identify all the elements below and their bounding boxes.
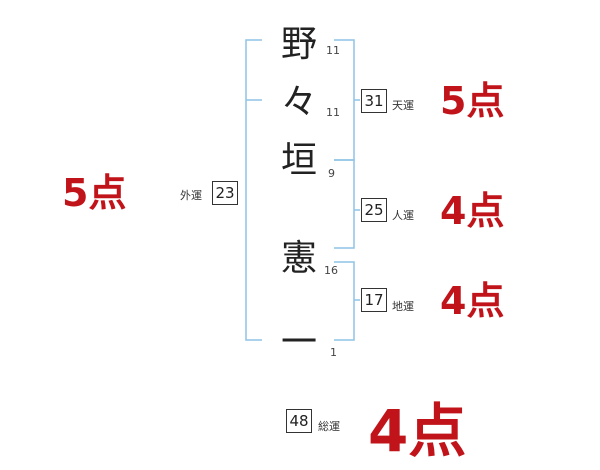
gaiun-label: 外運 bbox=[180, 189, 202, 202]
gaiun-value: 23 bbox=[212, 181, 238, 205]
tenun-value: 31 bbox=[361, 89, 387, 113]
name-char-5: 一 bbox=[280, 322, 317, 363]
jinun-bracket bbox=[334, 159, 355, 249]
souun-label: 総運 bbox=[318, 420, 340, 433]
gaiun-bracket bbox=[245, 39, 262, 341]
chiun-score: 4点 bbox=[440, 279, 505, 323]
stroke-count-2: 11 bbox=[326, 106, 340, 119]
souun-score: 4点 bbox=[368, 397, 467, 465]
souun-value: 48 bbox=[286, 409, 312, 433]
name-char-4: 憲 bbox=[280, 238, 317, 279]
chiun-label: 地運 bbox=[392, 300, 414, 313]
gaiun-score: 5点 bbox=[62, 171, 127, 215]
chiun-value: 17 bbox=[361, 288, 387, 312]
name-char-2: 々 bbox=[280, 82, 317, 123]
jinun-score: 4点 bbox=[440, 189, 505, 233]
name-char-1: 野 bbox=[280, 24, 317, 65]
chiun-bracket bbox=[334, 261, 355, 341]
tenun-bracket bbox=[334, 39, 355, 161]
stroke-count-3: 9 bbox=[328, 167, 335, 180]
stroke-count-4: 16 bbox=[324, 264, 338, 277]
stroke-count-5: 1 bbox=[330, 346, 337, 359]
stroke-count-1: 11 bbox=[326, 44, 340, 57]
tenun-score: 5点 bbox=[440, 79, 505, 123]
tenun-label: 天運 bbox=[392, 99, 414, 112]
name-char-3: 垣 bbox=[280, 140, 317, 181]
jinun-label: 人運 bbox=[392, 209, 414, 222]
jinun-value: 25 bbox=[361, 198, 387, 222]
